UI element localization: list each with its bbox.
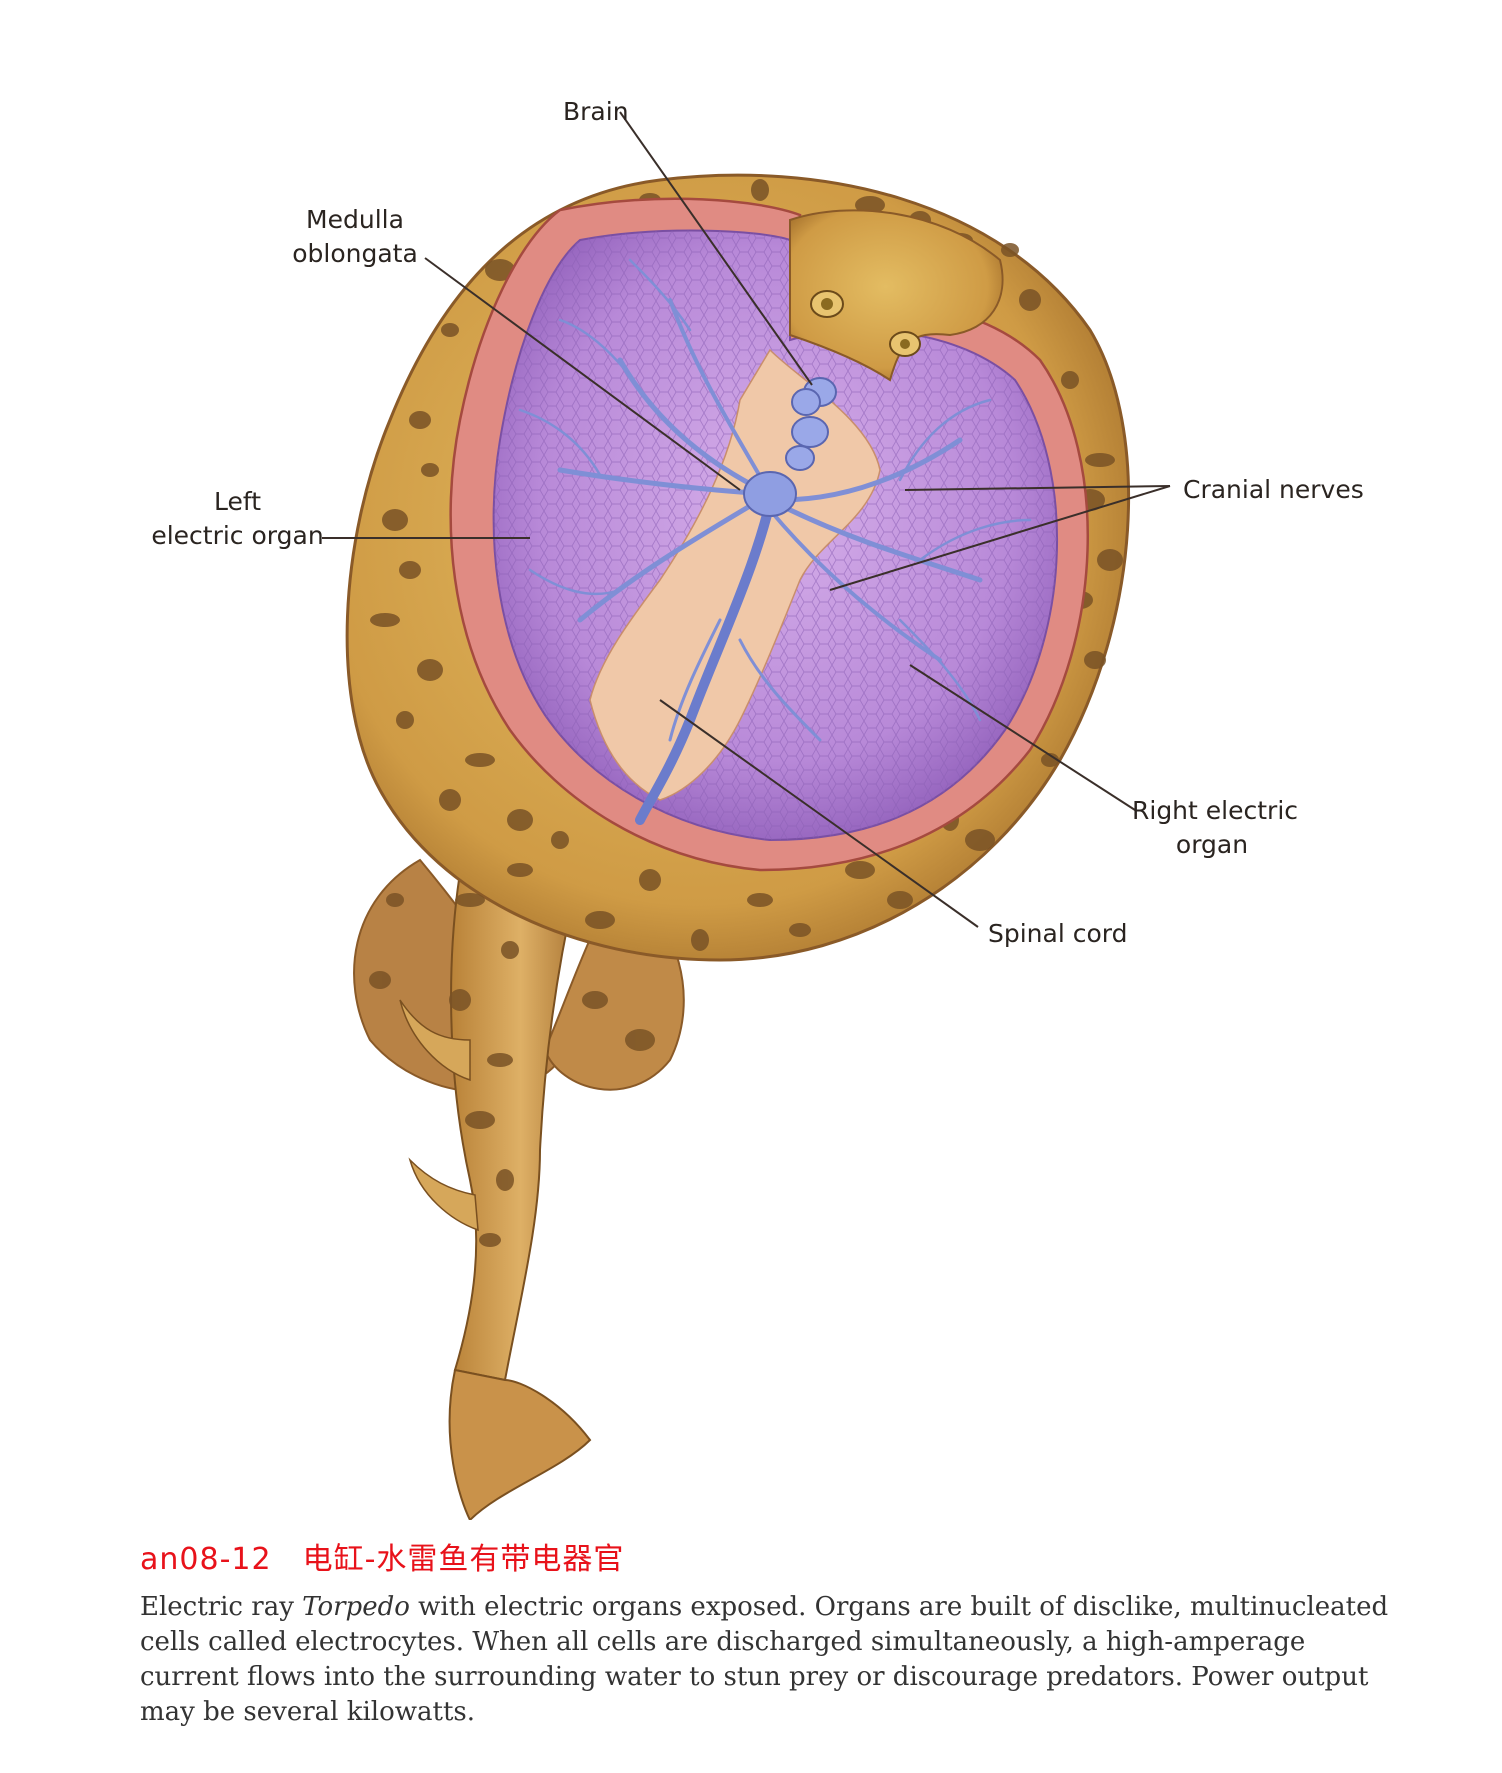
skin-spot [479, 1233, 501, 1247]
nerve-branch [898, 618, 982, 722]
skin-spot [507, 809, 533, 831]
caption-genus: Torpedo [302, 1592, 410, 1622]
skin-spot [409, 411, 431, 429]
head-flap [789, 209, 1004, 382]
skin-spot [551, 831, 569, 849]
skin-spot [1041, 753, 1059, 767]
skin-spot [887, 891, 913, 909]
caption-code: an08-12 电缸-水雷鱼有带电器官 [140, 1542, 625, 1577]
skin-spot [455, 893, 485, 907]
skin-spot [1085, 453, 1115, 467]
nerve-branch [628, 258, 692, 332]
caption-text-before: Electric ray [140, 1592, 303, 1622]
label-medulla-oblongata: Medulla oblongata [285, 203, 425, 271]
label-left-electric-organ: Left electric organ [150, 485, 325, 553]
nerve-branch [898, 398, 992, 482]
nerve-branch [558, 318, 642, 392]
nerve-branch [768, 508, 942, 662]
skin-spot [639, 869, 661, 891]
skin-spot [582, 991, 608, 1009]
skin-spot [1001, 243, 1019, 257]
label-left-organ-line1: Left [213, 487, 262, 516]
nerve-branch [577, 491, 773, 623]
label-right-organ-line1: Right electric [1132, 796, 1299, 825]
caption-text: Electric ray Torpedo with electric organ… [140, 1590, 1400, 1730]
skin-spot [399, 561, 421, 579]
skin-spot [965, 829, 995, 851]
nerve-branch [918, 518, 1032, 562]
skin-spot [789, 923, 811, 937]
caption-text-after: with electric organs exposed. Organs are… [140, 1592, 1389, 1727]
label-cranial-nerves: Cranial nerves [1183, 475, 1364, 504]
skin-spot [370, 613, 400, 627]
skin-spot [1061, 371, 1079, 389]
skin-spot [485, 259, 515, 281]
skin-spot [465, 753, 495, 767]
skin-spot [845, 861, 875, 879]
skin-spot [625, 1029, 655, 1051]
skin-spot [751, 179, 769, 201]
skin-spot [585, 911, 615, 929]
brain-and-spinal-cord [635, 377, 837, 825]
nerve-branch [518, 408, 602, 477]
label-medulla-line2: oblongata [292, 239, 418, 268]
skin-spot [441, 323, 459, 337]
skin-spot [382, 509, 408, 531]
label-right-electric-organ: Right electric organ [1132, 794, 1299, 862]
skin-spot [507, 863, 533, 877]
label-brain: Brain [563, 97, 629, 126]
skin-spot [465, 1111, 495, 1129]
nerve-branch [777, 437, 963, 503]
nerve-branch [738, 638, 822, 742]
skin-spot [449, 989, 471, 1011]
skin-spot [1019, 289, 1041, 311]
skin-spot [487, 1053, 513, 1067]
label-left-organ-line2: electric organ [151, 521, 324, 550]
skin-spot [691, 929, 709, 951]
skin-spot [421, 463, 439, 477]
skin-spot [496, 1169, 514, 1191]
skin-spot [396, 711, 414, 729]
skin-spot [386, 893, 404, 907]
cranial-nerve-network [518, 258, 1032, 742]
nerve-branch [528, 568, 622, 596]
label-medulla-line1: Medulla [306, 205, 404, 234]
skin-spot [501, 941, 519, 959]
skin-spot [439, 789, 461, 811]
nerve-branch [777, 502, 983, 583]
skin-spot [369, 971, 391, 989]
label-spinal-cord: Spinal cord [988, 919, 1128, 948]
skin-spot [1084, 651, 1106, 669]
skin-spot [747, 893, 773, 907]
skin-spot [417, 659, 443, 681]
label-right-organ-line2: organ [1175, 830, 1249, 859]
nerve-branch [668, 618, 722, 742]
electric-ray-illustration [322, 111, 1171, 1520]
skin-spot [1097, 549, 1123, 571]
leader-lines [322, 111, 1171, 928]
